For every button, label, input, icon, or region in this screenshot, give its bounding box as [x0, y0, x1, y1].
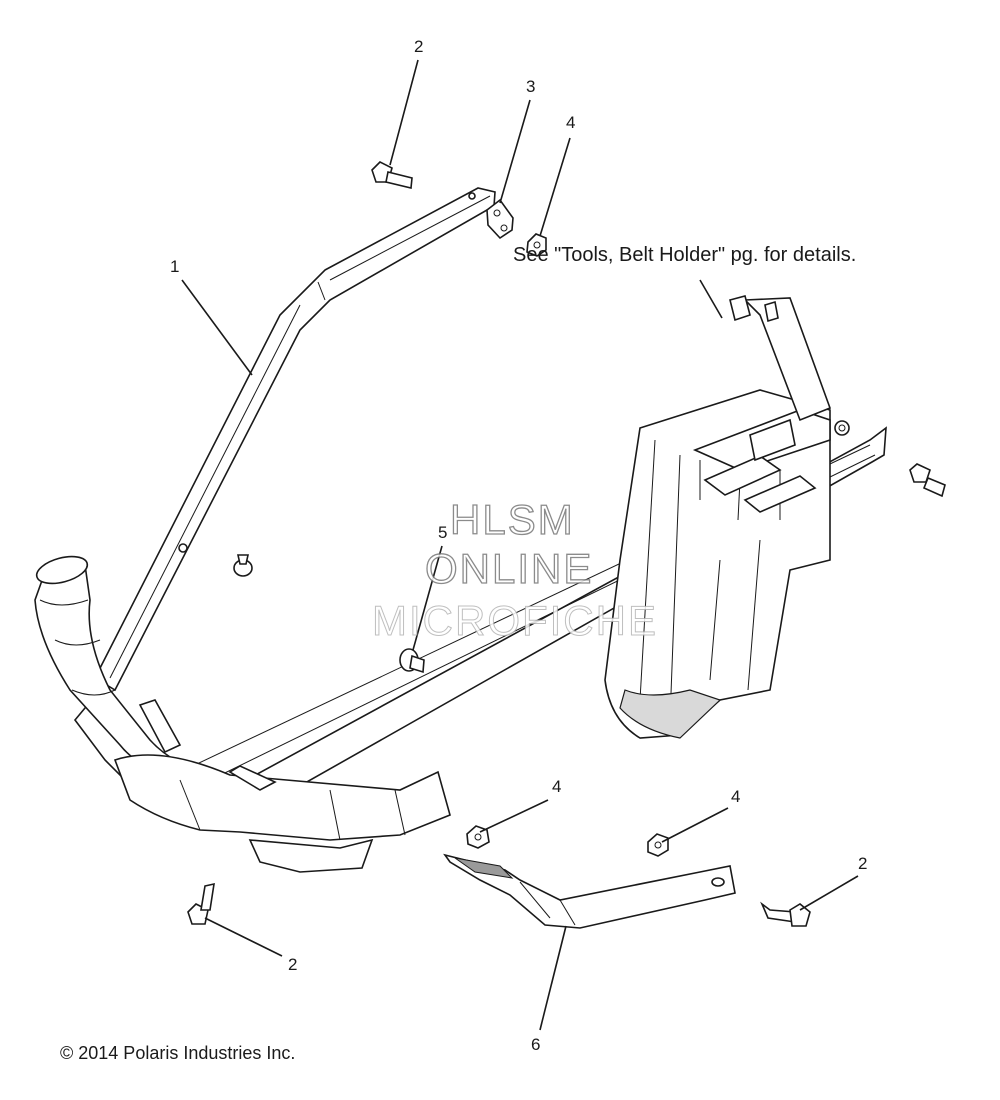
part-3-plate — [486, 198, 514, 240]
part-4-nut-right — [647, 833, 669, 857]
part-2-bolt-top — [371, 161, 413, 189]
callout-4-top: 4 — [566, 113, 576, 132]
part-5-rivet-lower — [399, 648, 425, 674]
copyright-text: © 2014 Polaris Industries Inc. — [60, 1043, 296, 1063]
belt-holder-assembly — [604, 295, 850, 739]
part-4-nut-mid — [466, 825, 490, 849]
leader-lines — [181, 59, 859, 1031]
part-1-rail-bar — [93, 187, 496, 692]
callout-1: 1 — [170, 257, 180, 276]
callout-2-right: 2 — [858, 854, 868, 873]
watermark-line-1: HLSM — [449, 495, 575, 543]
watermark-line-3: MICROFICHE — [372, 597, 658, 645]
callout-4-right: 4 — [731, 787, 741, 806]
part-2-bolt-lower-right — [760, 901, 811, 927]
part-6-lower-bracket — [443, 853, 736, 929]
part-2-bolt-left — [187, 882, 215, 925]
belt-holder-reference-note: See "Tools, Belt Holder" pg. for details… — [513, 244, 857, 266]
callout-5: 5 — [438, 523, 448, 542]
callout-2-top: 2 — [414, 37, 424, 56]
callout-4-mid: 4 — [552, 777, 562, 796]
callout-3: 3 — [526, 77, 536, 96]
part-5-rivet-upper — [233, 554, 253, 577]
part-4-nut-top — [526, 233, 547, 257]
callout-2-left: 2 — [288, 955, 298, 974]
callout-6: 6 — [531, 1035, 541, 1054]
watermark-line-2: ONLINE — [424, 544, 594, 592]
part-2-bolt-right — [909, 463, 946, 498]
